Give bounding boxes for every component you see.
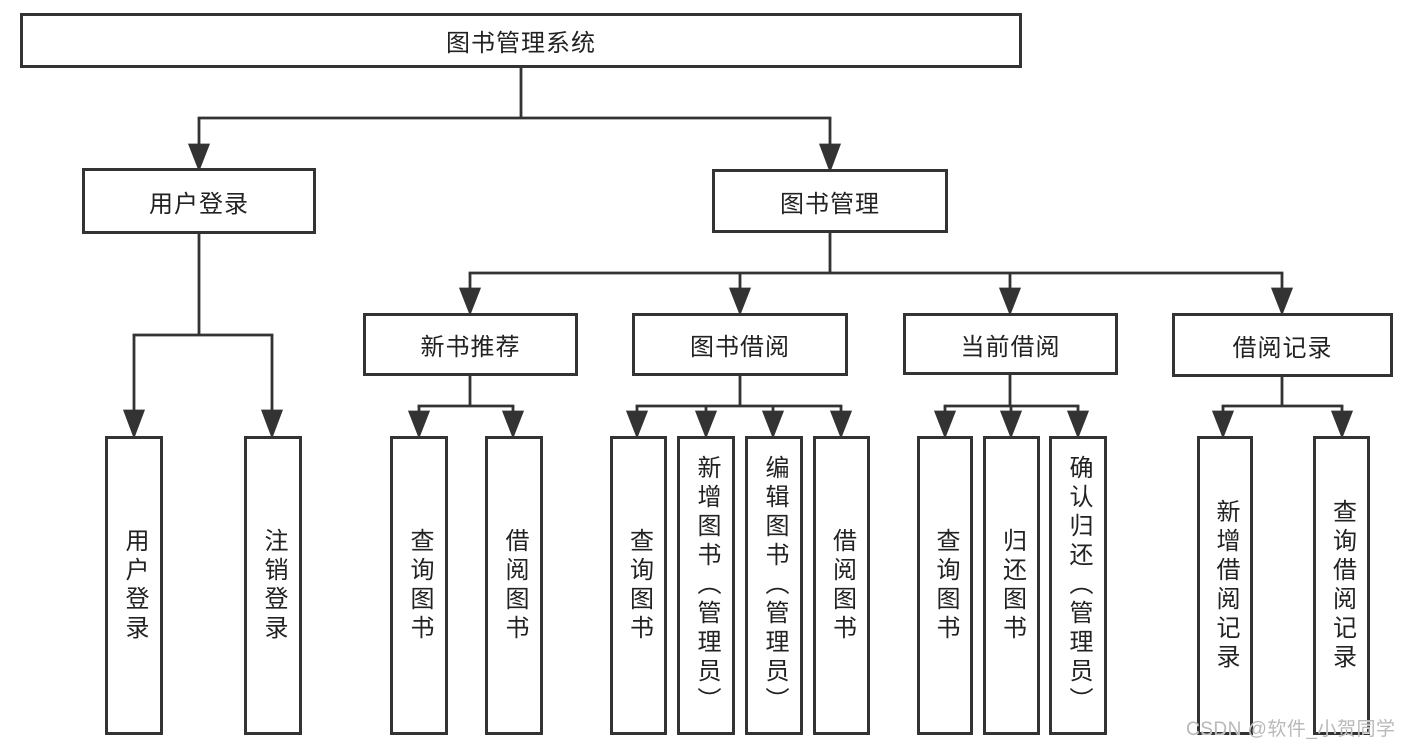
node-borrowing-records: 借阅记录: [1172, 313, 1393, 377]
node-label: 编辑图书（管理员）: [761, 455, 788, 716]
connector-current-borrowing-to-leaves: [933, 375, 1090, 439]
connector-book-management-to-level3: [458, 233, 1294, 316]
node-label: 用户登录: [121, 527, 148, 644]
node-leaf-edit-book-admin: 编辑图书（管理员）: [745, 436, 803, 735]
node-new-book-recommend: 新书推荐: [363, 313, 578, 376]
node-leaf-query-borrow-record: 查询借阅记录: [1313, 436, 1370, 735]
connector-book-borrowing-to-leaves: [625, 376, 853, 439]
node-label: 借阅图书: [828, 527, 856, 644]
node-leaf-borrow-books: 借阅图书: [813, 436, 870, 735]
node-leaf-query-books-current: 查询图书: [917, 436, 973, 735]
node-label: 归还图书: [998, 527, 1026, 644]
node-label: 图书管理系统: [446, 30, 596, 57]
node-leaf-user-login: 用户登录: [105, 436, 163, 735]
node-label: 查询图书: [932, 527, 959, 644]
node-label: 查询图书: [625, 527, 653, 644]
node-label: 当前借阅: [960, 333, 1061, 361]
node-label: 图书借阅: [690, 334, 790, 361]
node-user-login: 用户登录: [82, 168, 316, 234]
node-label: 注销登录: [260, 527, 287, 644]
node-label: 借阅记录: [1232, 334, 1333, 362]
node-label: 新增图书（管理员）: [693, 455, 720, 716]
node-label: 借阅图书: [501, 527, 528, 644]
connector-borrowing-records-to-leaves: [1211, 377, 1354, 439]
connector-new-book-recommend-to-leaves: [407, 376, 525, 439]
node-book-borrowing: 图书借阅: [632, 313, 848, 376]
node-label: 确认归还（管理员）: [1065, 455, 1092, 716]
node-leaf-query-books-borrowing: 查询图书: [610, 436, 667, 735]
node-label: 查询借阅记录: [1328, 498, 1356, 673]
connector-user-login-to-leaves: [122, 234, 284, 439]
node-label: 新增借阅记录: [1212, 498, 1239, 673]
node-leaf-return-book: 归还图书: [983, 436, 1040, 735]
node-label: 用户登录: [149, 190, 249, 218]
node-label: 查询图书: [406, 527, 433, 644]
node-label: 图书管理: [780, 190, 880, 218]
watermark: CSDN @软件_小贺同学: [1186, 719, 1396, 740]
node-book-management: 图书管理: [712, 169, 948, 233]
node-library-management-system: 图书管理系统: [20, 13, 1022, 68]
node-leaf-confirm-return-admin: 确认归还（管理员）: [1049, 436, 1107, 735]
node-leaf-add-book-admin: 新增图书（管理员）: [677, 436, 735, 735]
node-leaf-add-borrow-record: 新增借阅记录: [1197, 436, 1253, 735]
node-leaf-query-books-recommend: 查询图书: [390, 436, 448, 735]
node-current-borrowing: 当前借阅: [903, 313, 1118, 375]
node-label: 新书推荐: [420, 334, 521, 361]
connector-root-to-level2: [187, 68, 842, 173]
node-leaf-borrow-books-recommend: 借阅图书: [485, 436, 543, 735]
node-leaf-logout: 注销登录: [244, 436, 302, 735]
